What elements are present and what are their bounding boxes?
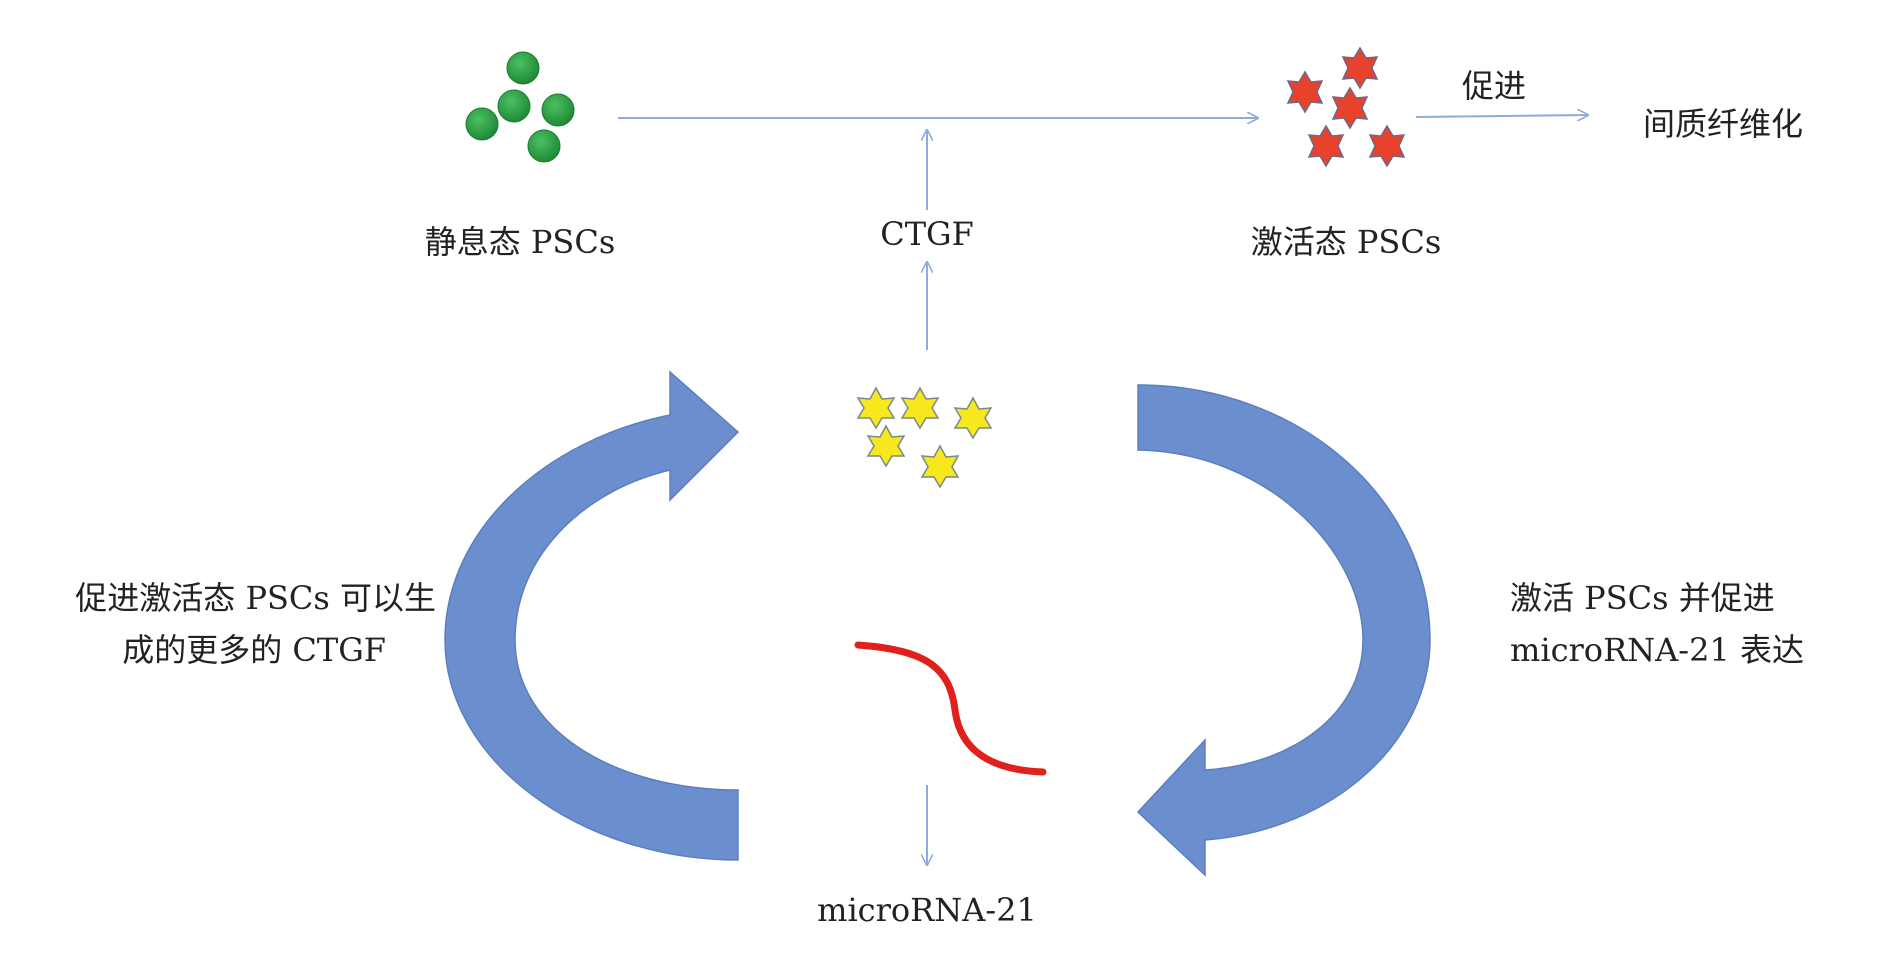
quiescent-cell — [527, 129, 561, 163]
quiescent-psc-cluster — [465, 51, 575, 163]
left-loop-text-line1: 促进激活态 PSCs 可以生 — [75, 579, 436, 617]
ctgf-label: CTGF — [880, 215, 974, 253]
ctgf-star — [900, 386, 940, 430]
right-loop-arrow — [1136, 384, 1431, 877]
right-loop-text-line1: 激活 PSCs 并促进 — [1510, 579, 1775, 617]
activated-cell — [1307, 124, 1345, 168]
ctgf-star — [866, 424, 906, 468]
left-loop-text-line2: 成的更多的 CTGF — [122, 631, 386, 669]
left-loop-arrow — [444, 370, 740, 861]
quiescent-cell — [497, 89, 531, 123]
ctgf-star — [953, 396, 993, 440]
quiescent-cell — [465, 107, 499, 141]
ctgf-star — [856, 386, 896, 430]
ctgf-star — [920, 444, 960, 489]
activated-cell — [1341, 46, 1379, 90]
activated-cell — [1331, 86, 1369, 130]
promote-label: 促进 — [1462, 67, 1527, 105]
microrna-strand — [854, 641, 1047, 776]
activated-psc-cluster — [1286, 46, 1406, 168]
quiescent-cell — [506, 51, 540, 85]
quiescent-psc-label: 静息态 PSCs — [424, 223, 616, 261]
activated-psc-label: 激活态 PSCs — [1250, 223, 1442, 261]
activated-cell — [1368, 124, 1406, 168]
right-loop-text-line2: microRNA-21 表达 — [1510, 631, 1804, 669]
ctgf-star-cluster — [856, 386, 993, 489]
fibrosis-label: 间质纤维化 — [1643, 105, 1804, 143]
microrna-label: microRNA-21 — [817, 891, 1037, 929]
activated-cell — [1286, 70, 1324, 114]
quiescent-cell — [541, 93, 575, 127]
promote-arrow — [1415, 115, 1588, 117]
